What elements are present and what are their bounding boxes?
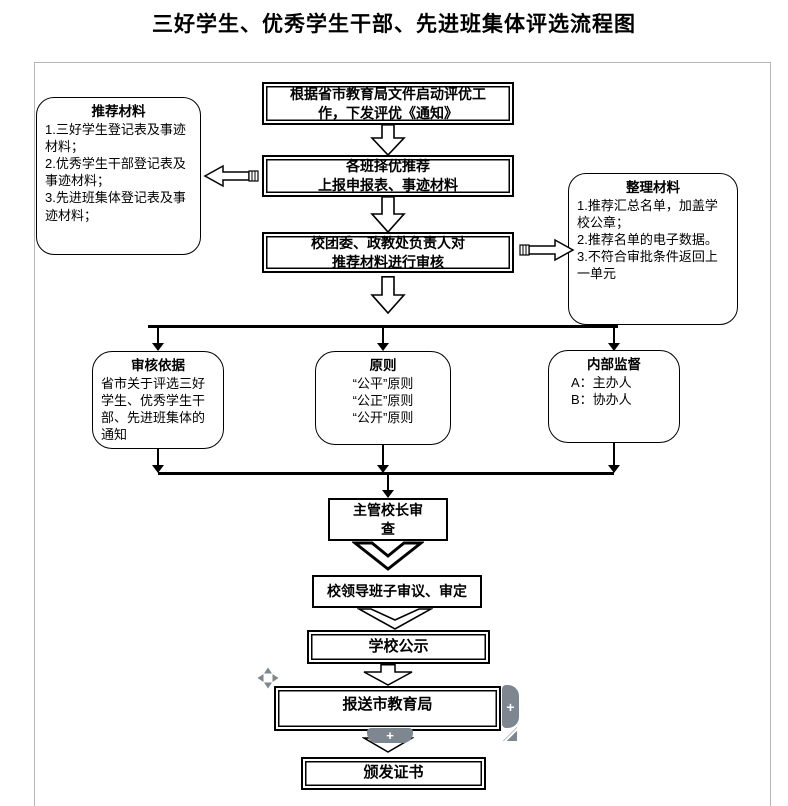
page-title: 三好学生、优秀学生干部、先进班集体评选流程图	[152, 13, 636, 36]
add-handle-right-label: +	[506, 698, 515, 715]
arrow-leaders-to-publicity	[355, 608, 435, 635]
branch-line-top	[148, 325, 618, 328]
add-handle-bottom[interactable]: +	[367, 728, 413, 743]
certificate-label: 颁发证书	[363, 764, 424, 782]
submit-box[interactable]: 报送市教育局	[274, 686, 501, 731]
move-handle-icon[interactable]	[257, 667, 279, 694]
organize-note-item: 1.推荐汇总名单，加盖学校公章；	[577, 197, 718, 230]
submit-label: 报送市教育局	[342, 696, 433, 713]
supervision-note[interactable]: 内部监督 A：主办人 B：协办人	[548, 350, 680, 443]
canvas-frame	[34, 62, 771, 806]
recommend-note-title: 推荐材料	[91, 104, 146, 119]
collector-arrow-middle	[377, 444, 389, 473]
leaders-review-box[interactable]: 校领导班子审议、审定	[312, 575, 482, 608]
branch-line-bottom	[158, 472, 614, 475]
review-box[interactable]: 校团委、政教处负责人对 推荐材料进行审核	[262, 232, 514, 273]
start-box-label: 根据省市教育局文件启动评优工 作，下发评优《通知》	[290, 85, 486, 121]
review-box-label: 校团委、政教处负责人对 推荐材料进行审核	[311, 234, 465, 270]
leaders-review-label: 校领导班子审议、审定	[327, 583, 467, 600]
arrow-principal-to-leaders	[350, 541, 426, 576]
collector-arrow-right	[608, 442, 620, 473]
organize-note-item: 2.推荐名单的电子数据。	[577, 232, 718, 248]
publicity-label: 学校公示	[368, 637, 429, 655]
principal-review-box[interactable]: 主管校长审 查	[328, 498, 448, 541]
publicity-box[interactable]: 学校公示	[307, 630, 490, 664]
supervision-note-title: 内部监督	[587, 357, 641, 372]
principle-note-item: “公平”原则	[352, 375, 414, 391]
branch-arrow-left	[152, 328, 164, 351]
organize-note-title: 整理材料	[626, 180, 680, 195]
branch-arrow-right	[608, 328, 620, 351]
arrow-recommend-to-review	[370, 196, 406, 238]
branch-arrow-middle	[377, 328, 389, 351]
supervision-note-item: B：协办人	[571, 391, 632, 407]
arrow-publicity-to-submit	[362, 664, 414, 691]
principle-note[interactable]: 原则 “公平”原则 “公正”原则 “公开”原则	[315, 351, 451, 445]
arrow-to-organize-note	[517, 237, 575, 268]
organize-note-item: 3.不符合审批条件返回上一单元	[577, 249, 718, 282]
add-handle-bottom-label: +	[386, 727, 394, 743]
recommend-note-item: 1.三好学生登记表及事迹材料；	[45, 121, 186, 154]
arrow-to-principal	[382, 475, 394, 498]
start-box[interactable]: 根据省市教育局文件启动评优工 作，下发评优《通知》	[262, 82, 514, 125]
principle-note-item: “公开”原则	[352, 410, 414, 426]
basis-note-body: 省市关于评选三好学生、优秀学生干部、先进班集体的通知	[101, 375, 206, 443]
arrow-start-to-recommend	[370, 124, 406, 161]
supervision-note-item: A：主办人	[571, 374, 632, 390]
recommend-note-item: 2.优秀学生干部登记表及事迹材料；	[45, 156, 186, 189]
arrow-to-recommend-note	[203, 163, 261, 194]
class-recommend-label: 各班择优推荐 上报申报表、事迹材料	[318, 158, 458, 193]
recommend-note-item: 3.先进班集体登记表及事迹材料；	[45, 190, 186, 223]
class-recommend-box[interactable]: 各班择优推荐 上报申报表、事迹材料	[262, 155, 514, 197]
principle-note-item: “公正”原则	[352, 392, 414, 408]
arrow-review-to-branches	[370, 276, 406, 319]
recommend-materials-note[interactable]: 推荐材料 1.三好学生登记表及事迹材料； 2.优秀学生干部登记表及事迹材料； 3…	[36, 97, 201, 255]
organize-materials-note[interactable]: 整理材料 1.推荐汇总名单，加盖学校公章； 2.推荐名单的电子数据。 3.不符合…	[568, 173, 738, 325]
principal-review-label: 主管校长审 查	[353, 502, 423, 537]
certificate-box[interactable]: 颁发证书	[301, 757, 486, 790]
basis-note[interactable]: 审核依据 省市关于评选三好学生、优秀学生干部、先进班集体的通知	[92, 351, 224, 449]
basis-note-title: 审核依据	[131, 358, 185, 373]
collector-arrow-left	[152, 448, 164, 473]
add-handle-right[interactable]: +	[502, 685, 519, 728]
principle-note-title: 原则	[369, 358, 397, 373]
